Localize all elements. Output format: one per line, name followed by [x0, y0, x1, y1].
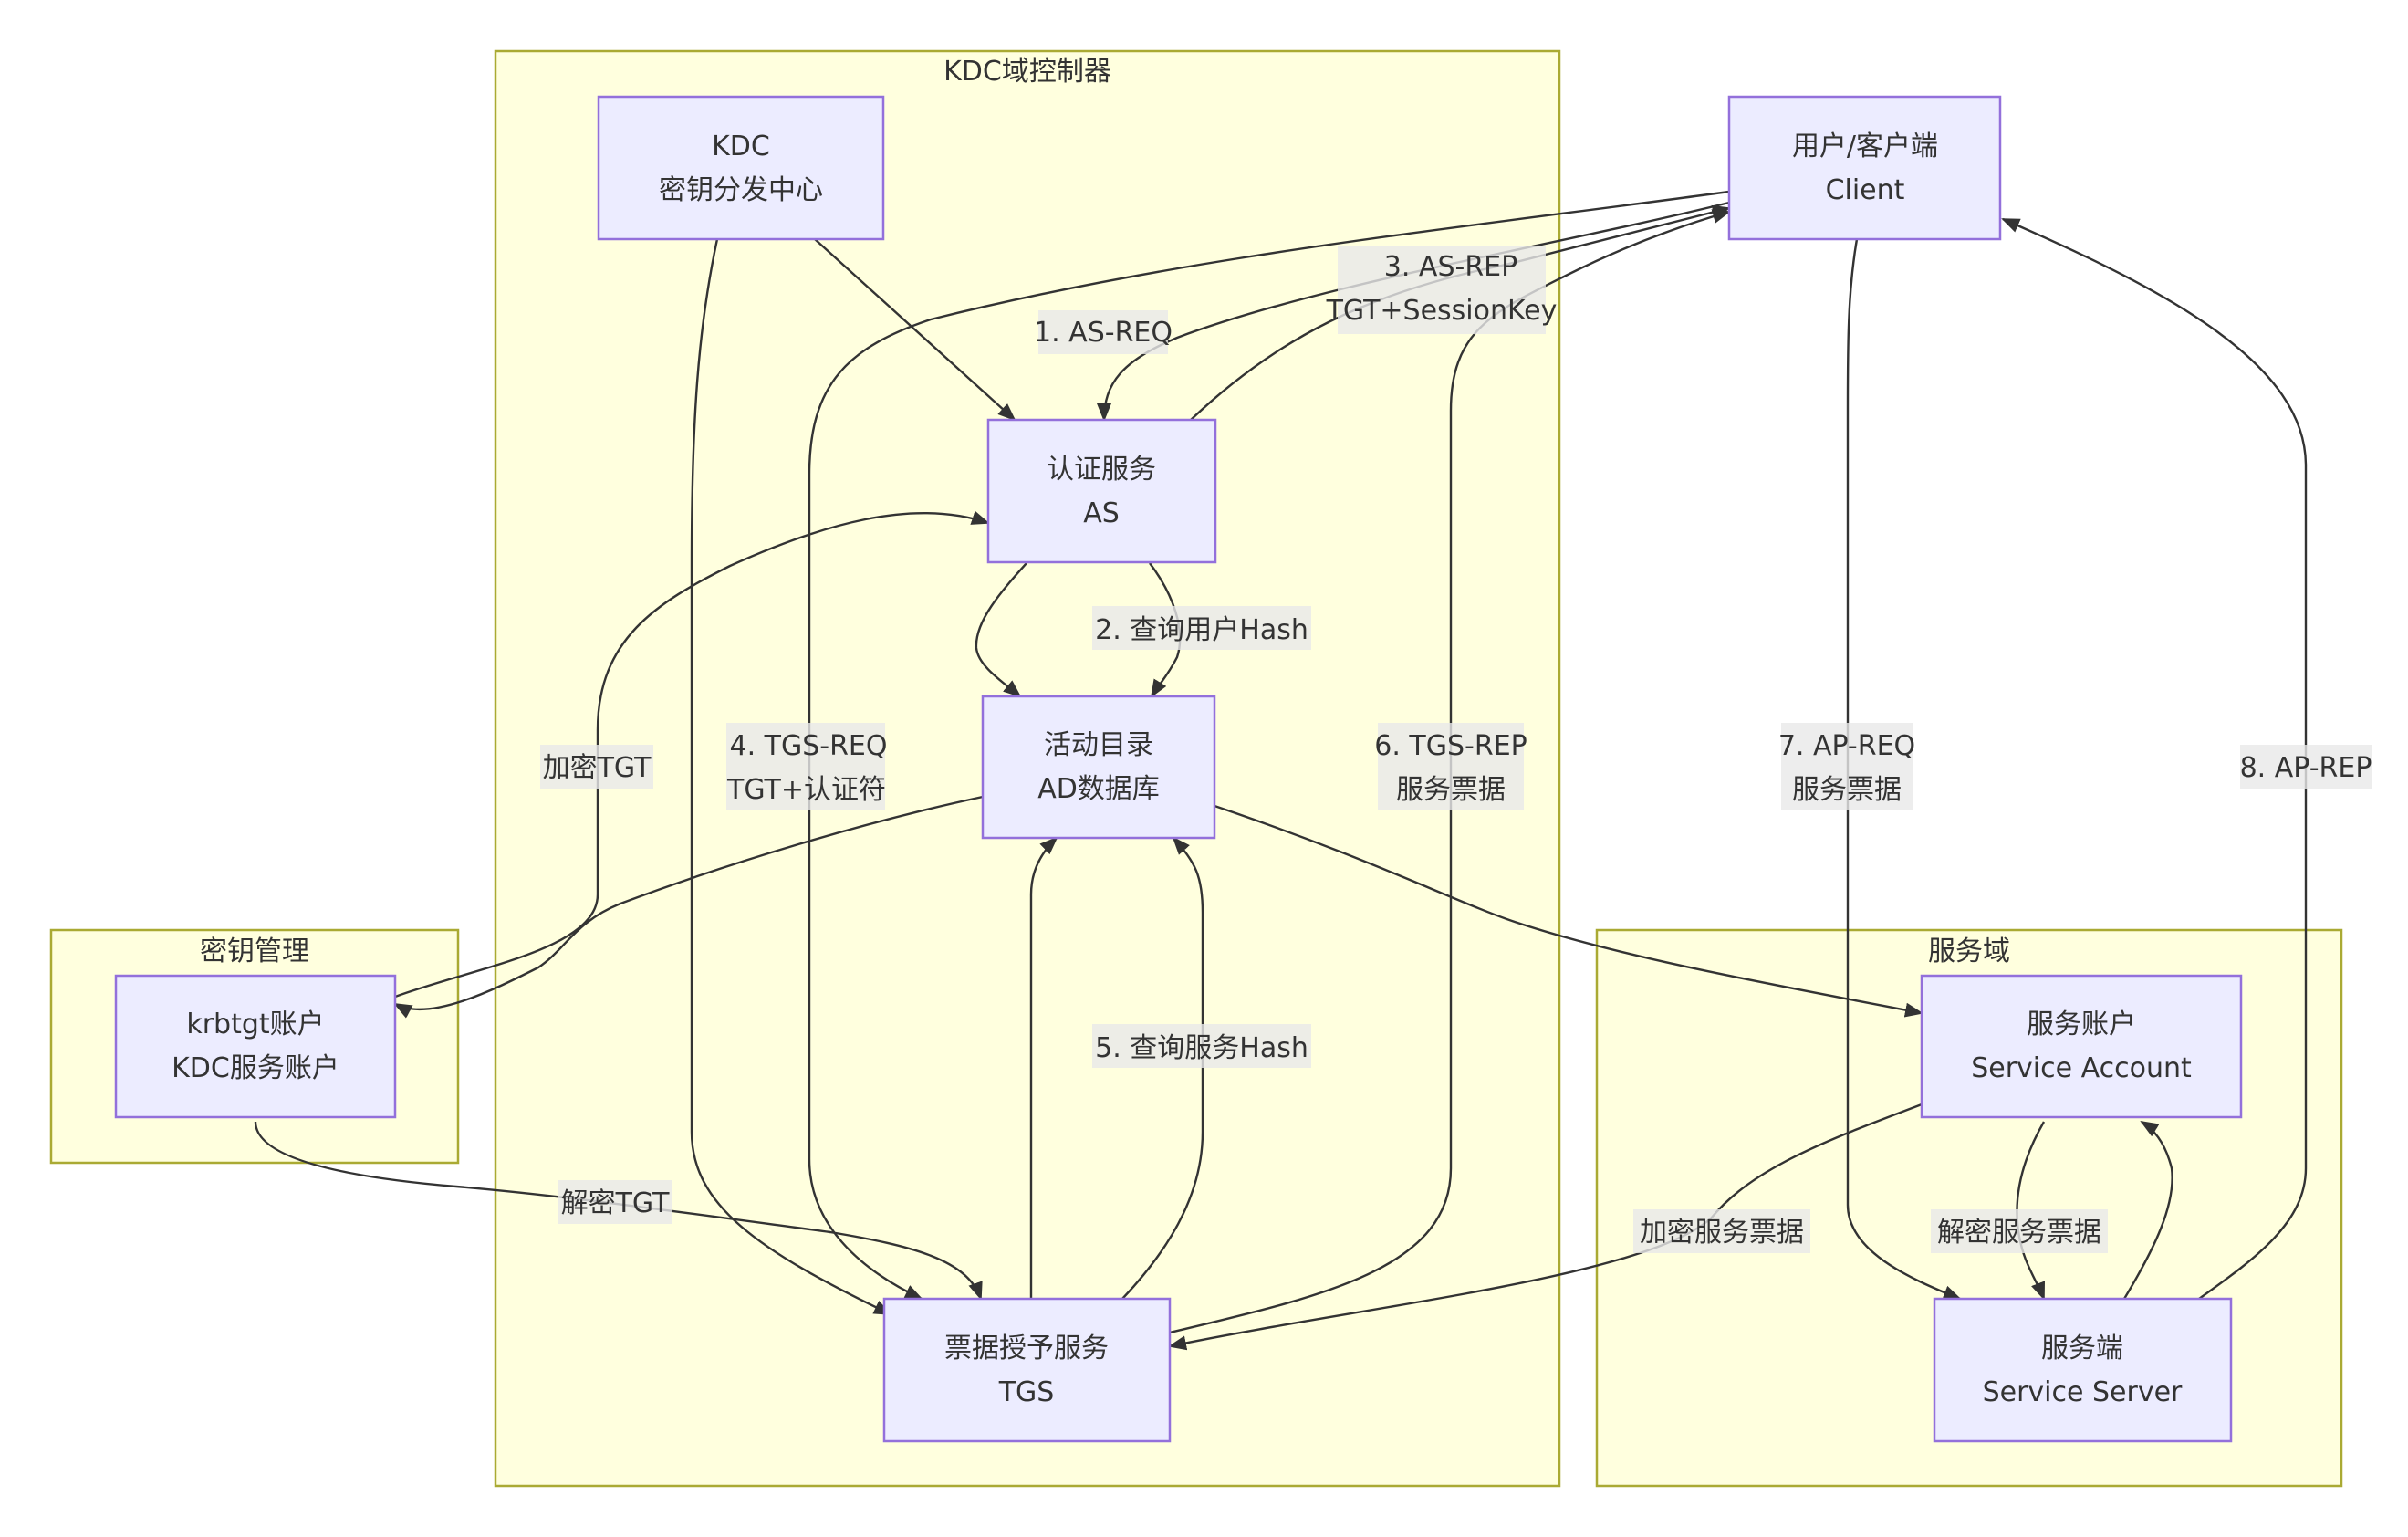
edge-label-decrypt-service-ticket-bg: [1931, 1209, 2108, 1253]
node-as[interactable]: 认证服务 AS: [986, 418, 1217, 564]
node-kdc[interactable]: KDC 密钥分发中心: [597, 95, 885, 241]
edge-label-as-rep-bg: [1338, 246, 1546, 334]
edge-tgs-to-client: [1169, 209, 1731, 1334]
edge-label-as-rep: 3. AS-REP TGT+SessionKey: [1326, 246, 1558, 334]
edge-tgs-to-ad-right: [1121, 836, 1204, 1300]
node-krbtgt-box[interactable]: [114, 974, 397, 1119]
node-krbtgt-line1: krbtgt账户: [186, 1009, 324, 1040]
edge-label-tgs-req-line2: TGT+认证符: [726, 774, 886, 806]
edge-kdc-to-tgs: [690, 238, 892, 1316]
node-client-line2: Client: [1826, 174, 1905, 206]
node-ad-line1: 活动目录: [1044, 729, 1153, 761]
edge-label-encrypt-tgt: 加密TGT: [540, 745, 653, 789]
node-kdc-line2: 密钥分发中心: [659, 174, 823, 206]
edge-kdc-to-as: [814, 238, 1016, 422]
edge-label-ap-rep-text: 8. AP-REP: [2240, 752, 2372, 784]
edge-label-ap-req-line2: 服务票据: [1792, 774, 1902, 806]
edge-server-to-service-account: [2122, 1120, 2173, 1300]
node-kdc-box[interactable]: [597, 95, 885, 241]
cluster-key-management-label: 密钥管理: [200, 936, 309, 967]
edge-label-query-user-hash: 2. 查询用户Hash: [1092, 606, 1311, 650]
edge-label-decrypt-tgt: 解密TGT: [558, 1180, 672, 1224]
edge-label-tgs-rep-bg: [1378, 723, 1524, 810]
node-kdc-line1: KDC: [712, 131, 770, 162]
node-as-box[interactable]: [986, 418, 1217, 564]
edge-server-to-client: [2001, 217, 2308, 1300]
node-service-server[interactable]: 服务端 Service Server: [1933, 1297, 2233, 1443]
edge-ad-to-krbtgt: [393, 795, 984, 1019]
edge-label-tgs-rep: 6. TGS-REP 服务票据: [1374, 723, 1527, 810]
edge-label-tgs-rep-line2: 服务票据: [1396, 774, 1506, 806]
edge-label-tgs-req-bg: [726, 723, 885, 810]
node-service-account-line1: 服务账户: [2027, 1009, 2136, 1040]
edge-label-as-req-text: 1. AS-REQ: [1034, 317, 1173, 349]
edge-client-to-as: [1097, 201, 1730, 422]
edge-label-as-req: 1. AS-REQ: [1034, 310, 1173, 354]
node-as-line2: AS: [1083, 497, 1120, 529]
edge-label-encrypt-service-ticket-bg: [1633, 1209, 1810, 1253]
node-tgs-box[interactable]: [882, 1297, 1172, 1443]
edge-label-as-req-bg: [1038, 310, 1168, 354]
edge-label-query-service-hash-text: 5. 查询服务Hash: [1095, 1032, 1308, 1064]
edge-label-ap-req-bg: [1781, 723, 1913, 810]
edge-label-query-service-hash-bg: [1092, 1024, 1311, 1068]
node-client-box[interactable]: [1727, 95, 2002, 241]
edge-label-query-user-hash-bg: [1092, 606, 1311, 650]
node-tgs-line1: 票据授予服务: [944, 1333, 1109, 1364]
node-service-server-line1: 服务端: [2041, 1333, 2123, 1364]
edge-label-as-rep-line2: TGT+SessionKey: [1326, 295, 1558, 327]
edge-label-decrypt-tgt-bg: [558, 1180, 672, 1224]
edge-label-ap-req-line1: 7. AP-REQ: [1778, 730, 1915, 762]
edges: [254, 190, 2308, 1351]
node-service-server-line2: Service Server: [1983, 1376, 2183, 1408]
node-ad[interactable]: 活动目录 AD数据库: [981, 695, 1216, 840]
node-as-line1: 认证服务: [1047, 454, 1156, 486]
edge-label-as-rep-line1: 3. AS-REP: [1384, 251, 1517, 283]
node-service-account-box[interactable]: [1920, 974, 2243, 1119]
edge-label-ap-rep: 8. AP-REP: [2240, 745, 2372, 789]
cluster-kdc-domain-label: KDC域控制器: [943, 56, 1111, 88]
node-client-line1: 用户/客户端: [1792, 131, 1938, 162]
node-tgs[interactable]: 票据授予服务 TGS: [882, 1297, 1172, 1443]
node-ad-box[interactable]: [981, 695, 1216, 840]
edge-label-encrypt-tgt-text: 加密TGT: [543, 752, 652, 784]
edge-label-decrypt-tgt-text: 解密TGT: [561, 1187, 671, 1219]
node-krbtgt[interactable]: krbtgt账户 KDC服务账户: [114, 974, 397, 1119]
node-client[interactable]: 用户/客户端 Client: [1727, 95, 2002, 241]
node-service-account[interactable]: 服务账户 Service Account: [1920, 974, 2243, 1119]
edge-label-query-service-hash: 5. 查询服务Hash: [1092, 1024, 1311, 1068]
edge-label-tgs-rep-line1: 6. TGS-REP: [1374, 730, 1527, 762]
edge-label-decrypt-service-ticket: 解密服务票据: [1931, 1209, 2108, 1253]
edge-client-to-tgs: [808, 190, 1730, 1301]
cluster-service-domain-label: 服务域: [1928, 936, 2010, 967]
edge-label-query-user-hash-text: 2. 查询用户Hash: [1095, 614, 1308, 646]
edge-label-ap-req: 7. AP-REQ 服务票据: [1778, 723, 1915, 810]
node-service-server-box[interactable]: [1933, 1297, 2233, 1443]
node-ad-line2: AD数据库: [1037, 773, 1160, 805]
edge-label-tgs-req: 4. TGS-REQ TGT+认证符: [726, 723, 888, 810]
edge-label-encrypt-service-ticket: 加密服务票据: [1633, 1209, 1810, 1253]
edge-tgs-to-ad-left: [1029, 836, 1058, 1299]
edge-label-encrypt-tgt-bg: [540, 745, 653, 789]
edge-label-tgs-req-line1: 4. TGS-REQ: [729, 730, 887, 762]
edge-label-ap-rep-bg: [2240, 745, 2372, 789]
edge-ad-to-service-account: [1214, 804, 1923, 1018]
node-krbtgt-line2: KDC服务账户: [172, 1052, 339, 1084]
edge-krbtgt-to-as: [394, 510, 990, 999]
edge-as-to-ad-left: [975, 562, 1027, 698]
edge-as-to-ad-right: [1149, 562, 1182, 698]
node-tgs-line2: TGS: [998, 1376, 1055, 1408]
edge-label-encrypt-service-ticket-text: 加密服务票据: [1640, 1217, 1804, 1249]
node-service-account-line2: Service Account: [1971, 1052, 2192, 1084]
edge-label-decrypt-service-ticket-text: 解密服务票据: [1937, 1217, 2101, 1249]
